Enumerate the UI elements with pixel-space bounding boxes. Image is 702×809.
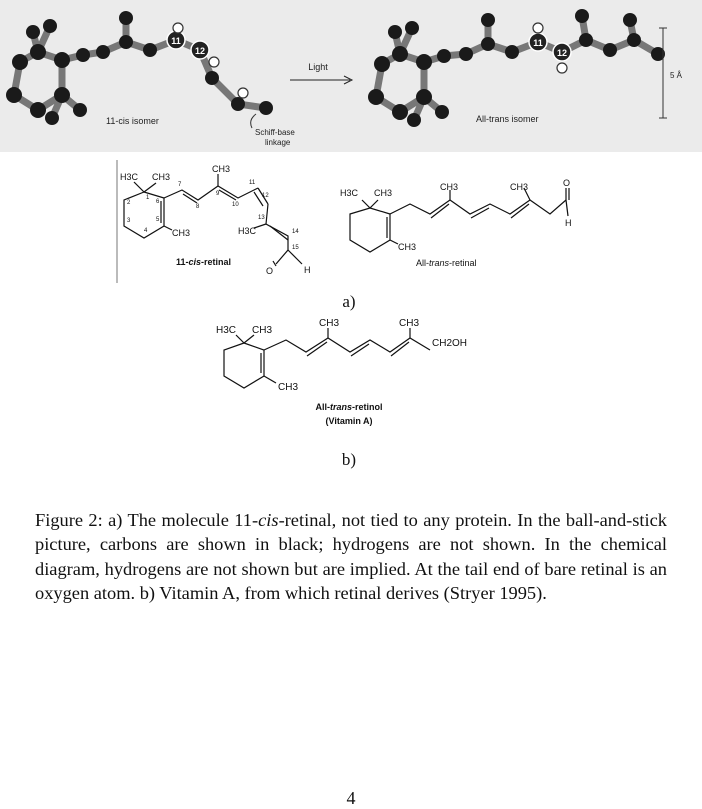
carbon-4-number: 4	[144, 228, 148, 234]
trans-ch3-group-5: CH3	[398, 242, 416, 252]
carbon-6-number: 6	[156, 199, 160, 205]
cis-oxygen: O	[266, 266, 273, 276]
carbon-5-number: 5	[156, 217, 160, 223]
trans-ch3-group-13: CH3	[510, 182, 528, 192]
vitamin-a-subtitle: (Vitamin A)	[325, 416, 372, 426]
subfigure-b-label: b)	[342, 450, 356, 469]
light-label: Light	[308, 62, 328, 72]
carbon-2-number: 2	[127, 200, 131, 206]
trans-ch3-group-9: CH3	[440, 182, 458, 192]
carbon-14-number: 14	[292, 229, 299, 235]
atom-11-label: 11	[171, 36, 181, 46]
cis-retinal-name: 11-cis-retinal	[176, 257, 231, 267]
trans-ch3-group-1: CH3	[374, 188, 392, 198]
trans-atom-11-label: 11	[533, 38, 543, 48]
schiff-base-pointer	[250, 113, 257, 129]
vita-ch3-group-13: CH3	[399, 318, 419, 329]
trans-retinal-name: All-trans-retinal	[416, 258, 477, 268]
vitamin-a-structure	[223, 328, 431, 389]
carbon-10-number: 10	[232, 202, 239, 208]
cis-ball-stick-model: 11 12	[6, 11, 273, 125]
cis-isomer-label: 11-cis isomer	[106, 116, 159, 126]
trans-ball-stick-model: 11 12	[368, 9, 665, 127]
cis-retinal-labels: H3C CH3 CH3 CH3 H3C O H	[120, 164, 311, 276]
vitamin-a-name: All-trans-retinol	[315, 402, 382, 412]
trans-h3c-group: H3C	[340, 188, 359, 198]
caption-italic-cis: cis	[258, 510, 279, 530]
carbon-11-number: 11	[249, 180, 256, 186]
cis-ch3-group-9: CH3	[212, 164, 230, 174]
figure-caption: Figure 2: a) The molecule 11-cis-retinal…	[35, 508, 667, 606]
vita-ch2oh-group: CH2OH	[432, 338, 467, 349]
cis-ch3-group-1: CH3	[152, 172, 170, 182]
trans-retinal-structure	[349, 187, 570, 253]
carbon-1-number: 1	[146, 195, 150, 201]
cis-hydrogen: H	[304, 265, 311, 275]
carbon-15-number: 15	[292, 245, 299, 251]
caption-text-2: -retinal, not tied to any protein. In th…	[35, 510, 667, 604]
vita-ch3-group-5: CH3	[278, 382, 298, 393]
scale-label: 5 Å	[670, 71, 683, 80]
page-number: 4	[346, 788, 356, 808]
ball-and-stick-panel: 11 12 11-cis isomer Schiff-base linkage …	[0, 0, 702, 152]
vita-ch3-group-9: CH3	[319, 318, 339, 329]
trans-isomer-label: All-trans isomer	[476, 114, 539, 124]
vitamin-a-labels: H3C CH3 CH3 CH3 CH3 CH2OH	[216, 318, 467, 393]
carbon-13-number: 13	[258, 215, 265, 221]
trans-oxygen: O	[563, 178, 570, 188]
trans-retinal-labels: H3C CH3 CH3 CH3 CH3 O H	[340, 178, 572, 252]
carbon-7-number: 7	[178, 182, 182, 188]
cis-h3c-group-13: H3C	[238, 226, 257, 236]
cis-h3c-group: H3C	[120, 172, 139, 182]
carbon-12-number: 12	[262, 193, 269, 199]
atom-12-label: 12	[195, 46, 205, 56]
cis-retinal-structure	[123, 174, 303, 267]
structures-panel: H3C CH3 CH3 CH3 H3C O H 1 2 3 4 5 6 7 8 …	[116, 160, 572, 469]
caption-text-1: a) The molecule 11-	[102, 510, 259, 530]
scale-bar	[659, 27, 667, 119]
cis-carbon-numbers: 1 2 3 4 5 6 7 8 9 10 11 12 13 14 15	[127, 180, 299, 251]
carbon-9-number: 9	[216, 191, 220, 197]
vita-h3c-group: H3C	[216, 325, 236, 336]
trans-atom-12-label: 12	[557, 48, 567, 58]
schiff-base-label-line2: linkage	[265, 138, 291, 147]
trans-hydrogen: H	[565, 218, 572, 228]
cis-ch3-group-5: CH3	[172, 228, 190, 238]
carbon-8-number: 8	[196, 204, 200, 210]
figure-label: Figure 2:	[35, 510, 103, 530]
carbon-3-number: 3	[127, 218, 131, 224]
vita-ch3-group-1: CH3	[252, 325, 272, 336]
schiff-base-label-line1: Schiff-base	[255, 128, 295, 137]
subfigure-a-label: a)	[342, 292, 355, 311]
